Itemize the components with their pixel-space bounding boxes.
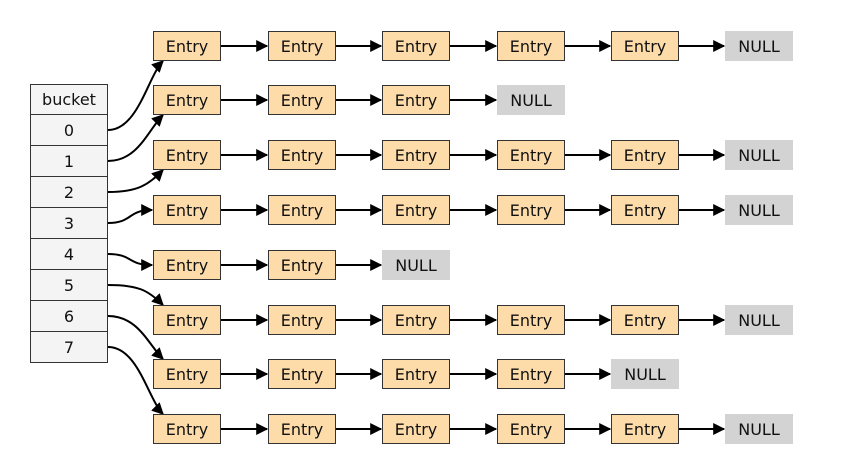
bucket-link-7: [107, 346, 164, 415]
entry-node-4-0: Entry: [153, 250, 221, 280]
bucket-cell-5: 5: [30, 269, 108, 301]
bucket-header: bucket: [30, 84, 108, 115]
bucket-link-3: [107, 204, 154, 224]
bucket-link-5: [107, 284, 164, 306]
entry-node-4-1: Entry: [268, 250, 336, 280]
entry-node-5-0: Entry: [153, 305, 221, 335]
bucket-cell-4: 4: [30, 238, 108, 270]
null-terminator-7: NULL: [725, 414, 793, 444]
null-terminator-6: NULL: [611, 359, 679, 389]
entry-node-3-0: Entry: [153, 195, 221, 225]
bucket-cell-1: 1: [30, 145, 108, 177]
entry-node-0-4: Entry: [611, 31, 679, 61]
entry-node-2-2: Entry: [382, 140, 450, 170]
null-terminator-0: NULL: [725, 31, 793, 61]
bucket-cell-0: 0: [30, 114, 108, 146]
entry-node-2-4: Entry: [611, 140, 679, 170]
entry-node-6-2: Entry: [382, 359, 450, 389]
entry-node-2-0: Entry: [153, 140, 221, 170]
bucket-link-2: [107, 169, 164, 193]
null-terminator-3: NULL: [725, 195, 793, 225]
entry-node-7-0: Entry: [153, 414, 221, 444]
entry-node-5-3: Entry: [497, 305, 565, 335]
entry-node-2-3: Entry: [497, 140, 565, 170]
entry-node-6-3: Entry: [497, 359, 565, 389]
entry-node-0-2: Entry: [382, 31, 450, 61]
entry-node-5-4: Entry: [611, 305, 679, 335]
bucket-link-6: [107, 315, 164, 360]
null-terminator-4: NULL: [382, 250, 450, 280]
entry-node-0-1: Entry: [268, 31, 336, 61]
entry-node-1-1: Entry: [268, 85, 336, 115]
entry-node-3-2: Entry: [382, 195, 450, 225]
bucket-link-0: [107, 60, 164, 131]
null-terminator-5: NULL: [725, 305, 793, 335]
null-terminator-2: NULL: [725, 140, 793, 170]
entry-node-3-4: Entry: [611, 195, 679, 225]
entry-node-7-4: Entry: [611, 414, 679, 444]
entry-node-6-0: Entry: [153, 359, 221, 389]
bucket-cell-6: 6: [30, 300, 108, 332]
entry-node-5-1: Entry: [268, 305, 336, 335]
entry-node-1-2: Entry: [382, 85, 450, 115]
bucket-link-1: [107, 114, 164, 162]
entry-node-6-1: Entry: [268, 359, 336, 389]
bucket-link-4: [107, 253, 154, 271]
entry-node-0-3: Entry: [497, 31, 565, 61]
bucket-cell-2: 2: [30, 176, 108, 208]
entry-node-5-2: Entry: [382, 305, 450, 335]
bucket-cell-7: 7: [30, 331, 108, 363]
entry-node-1-0: Entry: [153, 85, 221, 115]
bucket-cell-3: 3: [30, 207, 108, 239]
entry-node-7-3: Entry: [497, 414, 565, 444]
entry-node-0-0: Entry: [153, 31, 221, 61]
entry-node-3-1: Entry: [268, 195, 336, 225]
entry-node-7-2: Entry: [382, 414, 450, 444]
null-terminator-1: NULL: [497, 85, 565, 115]
entry-node-3-3: Entry: [497, 195, 565, 225]
entry-node-2-1: Entry: [268, 140, 336, 170]
entry-node-7-1: Entry: [268, 414, 336, 444]
